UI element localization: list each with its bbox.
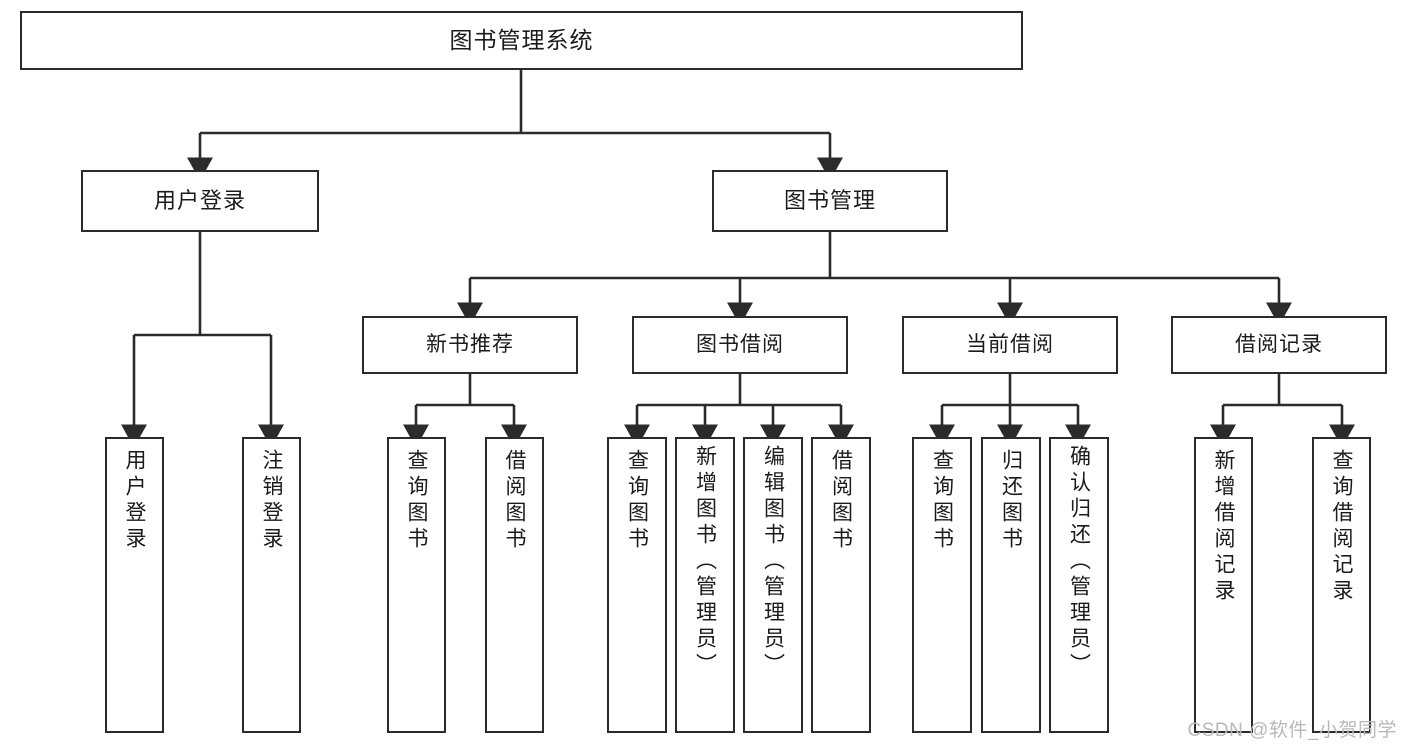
node-new-book-recommend[interactable]: 新书推荐: [362, 316, 578, 374]
leaf-recommend-query-book[interactable]: 查询图书: [387, 437, 446, 733]
leaf-user-logout[interactable]: 注销登录: [242, 437, 301, 733]
leaf-record-query-borrow-record[interactable]: 查询借阅记录: [1312, 437, 1371, 733]
node-label: 查询借阅记录: [1330, 449, 1353, 605]
node-label: 用户登录: [153, 187, 246, 213]
node-label: 新书推荐: [426, 333, 514, 357]
node-label: 图书借阅: [696, 333, 784, 357]
node-book-management[interactable]: 图书管理: [712, 170, 948, 232]
node-label: 查询图书: [930, 449, 954, 553]
node-borrow-record[interactable]: 借阅记录: [1171, 316, 1387, 374]
node-label: 借阅记录: [1235, 333, 1323, 357]
node-label: 编辑图书（管理员）: [761, 445, 785, 679]
node-label: 借阅图书: [829, 449, 853, 553]
leaf-borrow-query-book[interactable]: 查询图书: [607, 437, 667, 733]
node-root-system[interactable]: 图书管理系统: [20, 11, 1023, 70]
watermark-text: CSDN @软件_小贺同学: [1187, 720, 1397, 741]
leaf-user-login[interactable]: 用户登录: [105, 437, 164, 733]
node-user-login[interactable]: 用户登录: [81, 170, 319, 232]
node-label: 新增借阅记录: [1212, 449, 1235, 605]
leaf-borrow-edit-book-admin[interactable]: 编辑图书（管理员）: [743, 437, 803, 733]
leaf-current-query-book[interactable]: 查询图书: [912, 437, 972, 733]
node-label: 新增图书（管理员）: [693, 445, 717, 679]
node-label: 借阅图书: [503, 449, 526, 553]
leaf-record-add-borrow-record[interactable]: 新增借阅记录: [1194, 437, 1253, 733]
node-label: 确认归还（管理员）: [1067, 445, 1091, 679]
leaf-current-return-book[interactable]: 归还图书: [981, 437, 1041, 733]
leaf-current-confirm-return-admin[interactable]: 确认归还（管理员）: [1049, 437, 1109, 733]
node-label: 当前借阅: [966, 333, 1054, 357]
node-book-borrow[interactable]: 图书借阅: [632, 316, 848, 374]
leaf-borrow-borrow-book[interactable]: 借阅图书: [811, 437, 871, 733]
node-label: 查询图书: [625, 449, 649, 553]
node-current-borrow[interactable]: 当前借阅: [902, 316, 1118, 374]
leaf-borrow-add-book-admin[interactable]: 新增图书（管理员）: [675, 437, 735, 733]
node-label: 查询图书: [405, 449, 428, 553]
node-label: 图书管理: [783, 187, 876, 213]
node-label: 图书管理系统: [449, 26, 594, 53]
node-label: 归还图书: [999, 449, 1023, 553]
leaf-recommend-borrow-book[interactable]: 借阅图书: [485, 437, 544, 733]
node-label: 用户登录: [123, 449, 146, 553]
node-label: 注销登录: [260, 449, 283, 553]
